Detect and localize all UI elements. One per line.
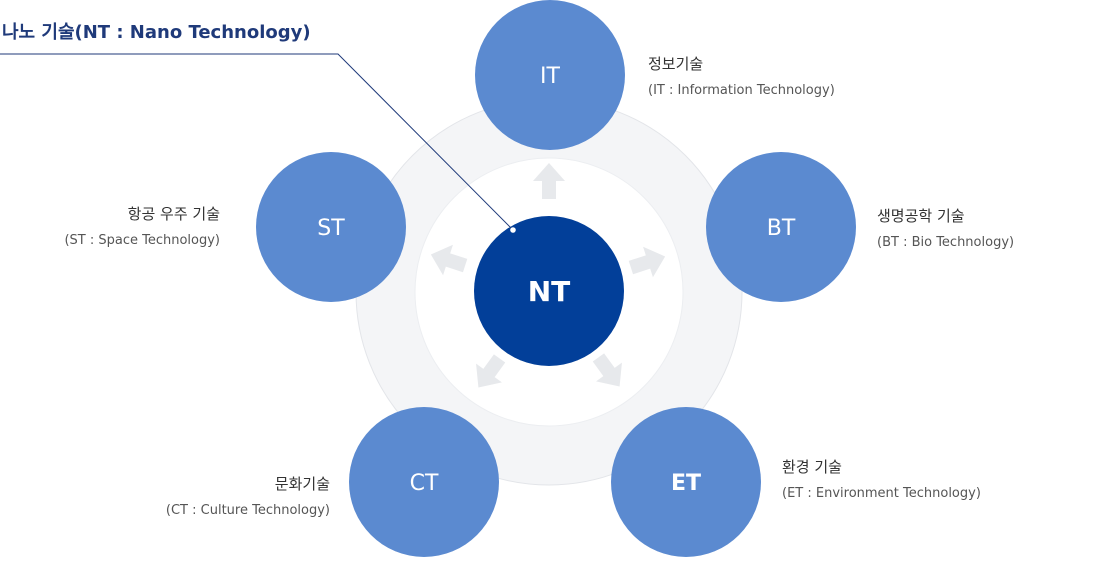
label-st-full: (ST : Space Technology) (64, 233, 220, 248)
label-et: 환경 기술 (ET : Environment Technology) (782, 457, 981, 503)
arrow-up (533, 163, 565, 199)
label-bt-name: 생명공학 기술 (877, 207, 965, 225)
node-it: IT (475, 0, 625, 150)
label-et-full: (ET : Environment Technology) (782, 486, 981, 501)
arrow-right (628, 246, 666, 278)
node-bt: BT (706, 152, 856, 302)
node-ct: CT (349, 407, 499, 557)
arrow-left (430, 244, 468, 276)
arrow-down-right (592, 353, 622, 387)
label-ct-name: 문화기술 (274, 475, 330, 493)
node-st: ST (256, 152, 406, 302)
node-st-abbr: ST (317, 216, 345, 241)
node-et-abbr: ET (671, 471, 701, 496)
label-st-name: 항공 우주 기술 (127, 205, 220, 223)
label-ct-full: (CT : Culture Technology) (165, 503, 330, 518)
label-bt: 생명공학 기술 (BT : Bio Technology) (877, 206, 1014, 252)
node-ct-abbr: CT (410, 471, 439, 496)
label-bt-full: (BT : Bio Technology) (877, 235, 1015, 250)
node-nt: NT (474, 216, 624, 366)
label-it-full: (IT : Information Technology) (648, 83, 835, 98)
label-it-name: 정보기술 (648, 55, 704, 73)
node-nt-abbr: NT (528, 275, 571, 308)
node-et: ET (611, 407, 761, 557)
label-st: 항공 우주 기술 (ST : Space Technology) (64, 204, 220, 250)
node-bt-abbr: BT (767, 216, 796, 241)
title-leader-line (0, 53, 514, 231)
label-ct: 문화기술 (CT : Culture Technology) (166, 474, 330, 520)
diagram-title: 나노 기술(NT : Nano Technology) (2, 22, 311, 43)
label-it: 정보기술 (IT : Information Technology) (648, 54, 835, 100)
arrow-down-left (476, 354, 506, 388)
leader-dot (510, 227, 516, 233)
node-it-abbr: IT (540, 64, 560, 89)
label-et-name: 환경 기술 (782, 458, 842, 476)
